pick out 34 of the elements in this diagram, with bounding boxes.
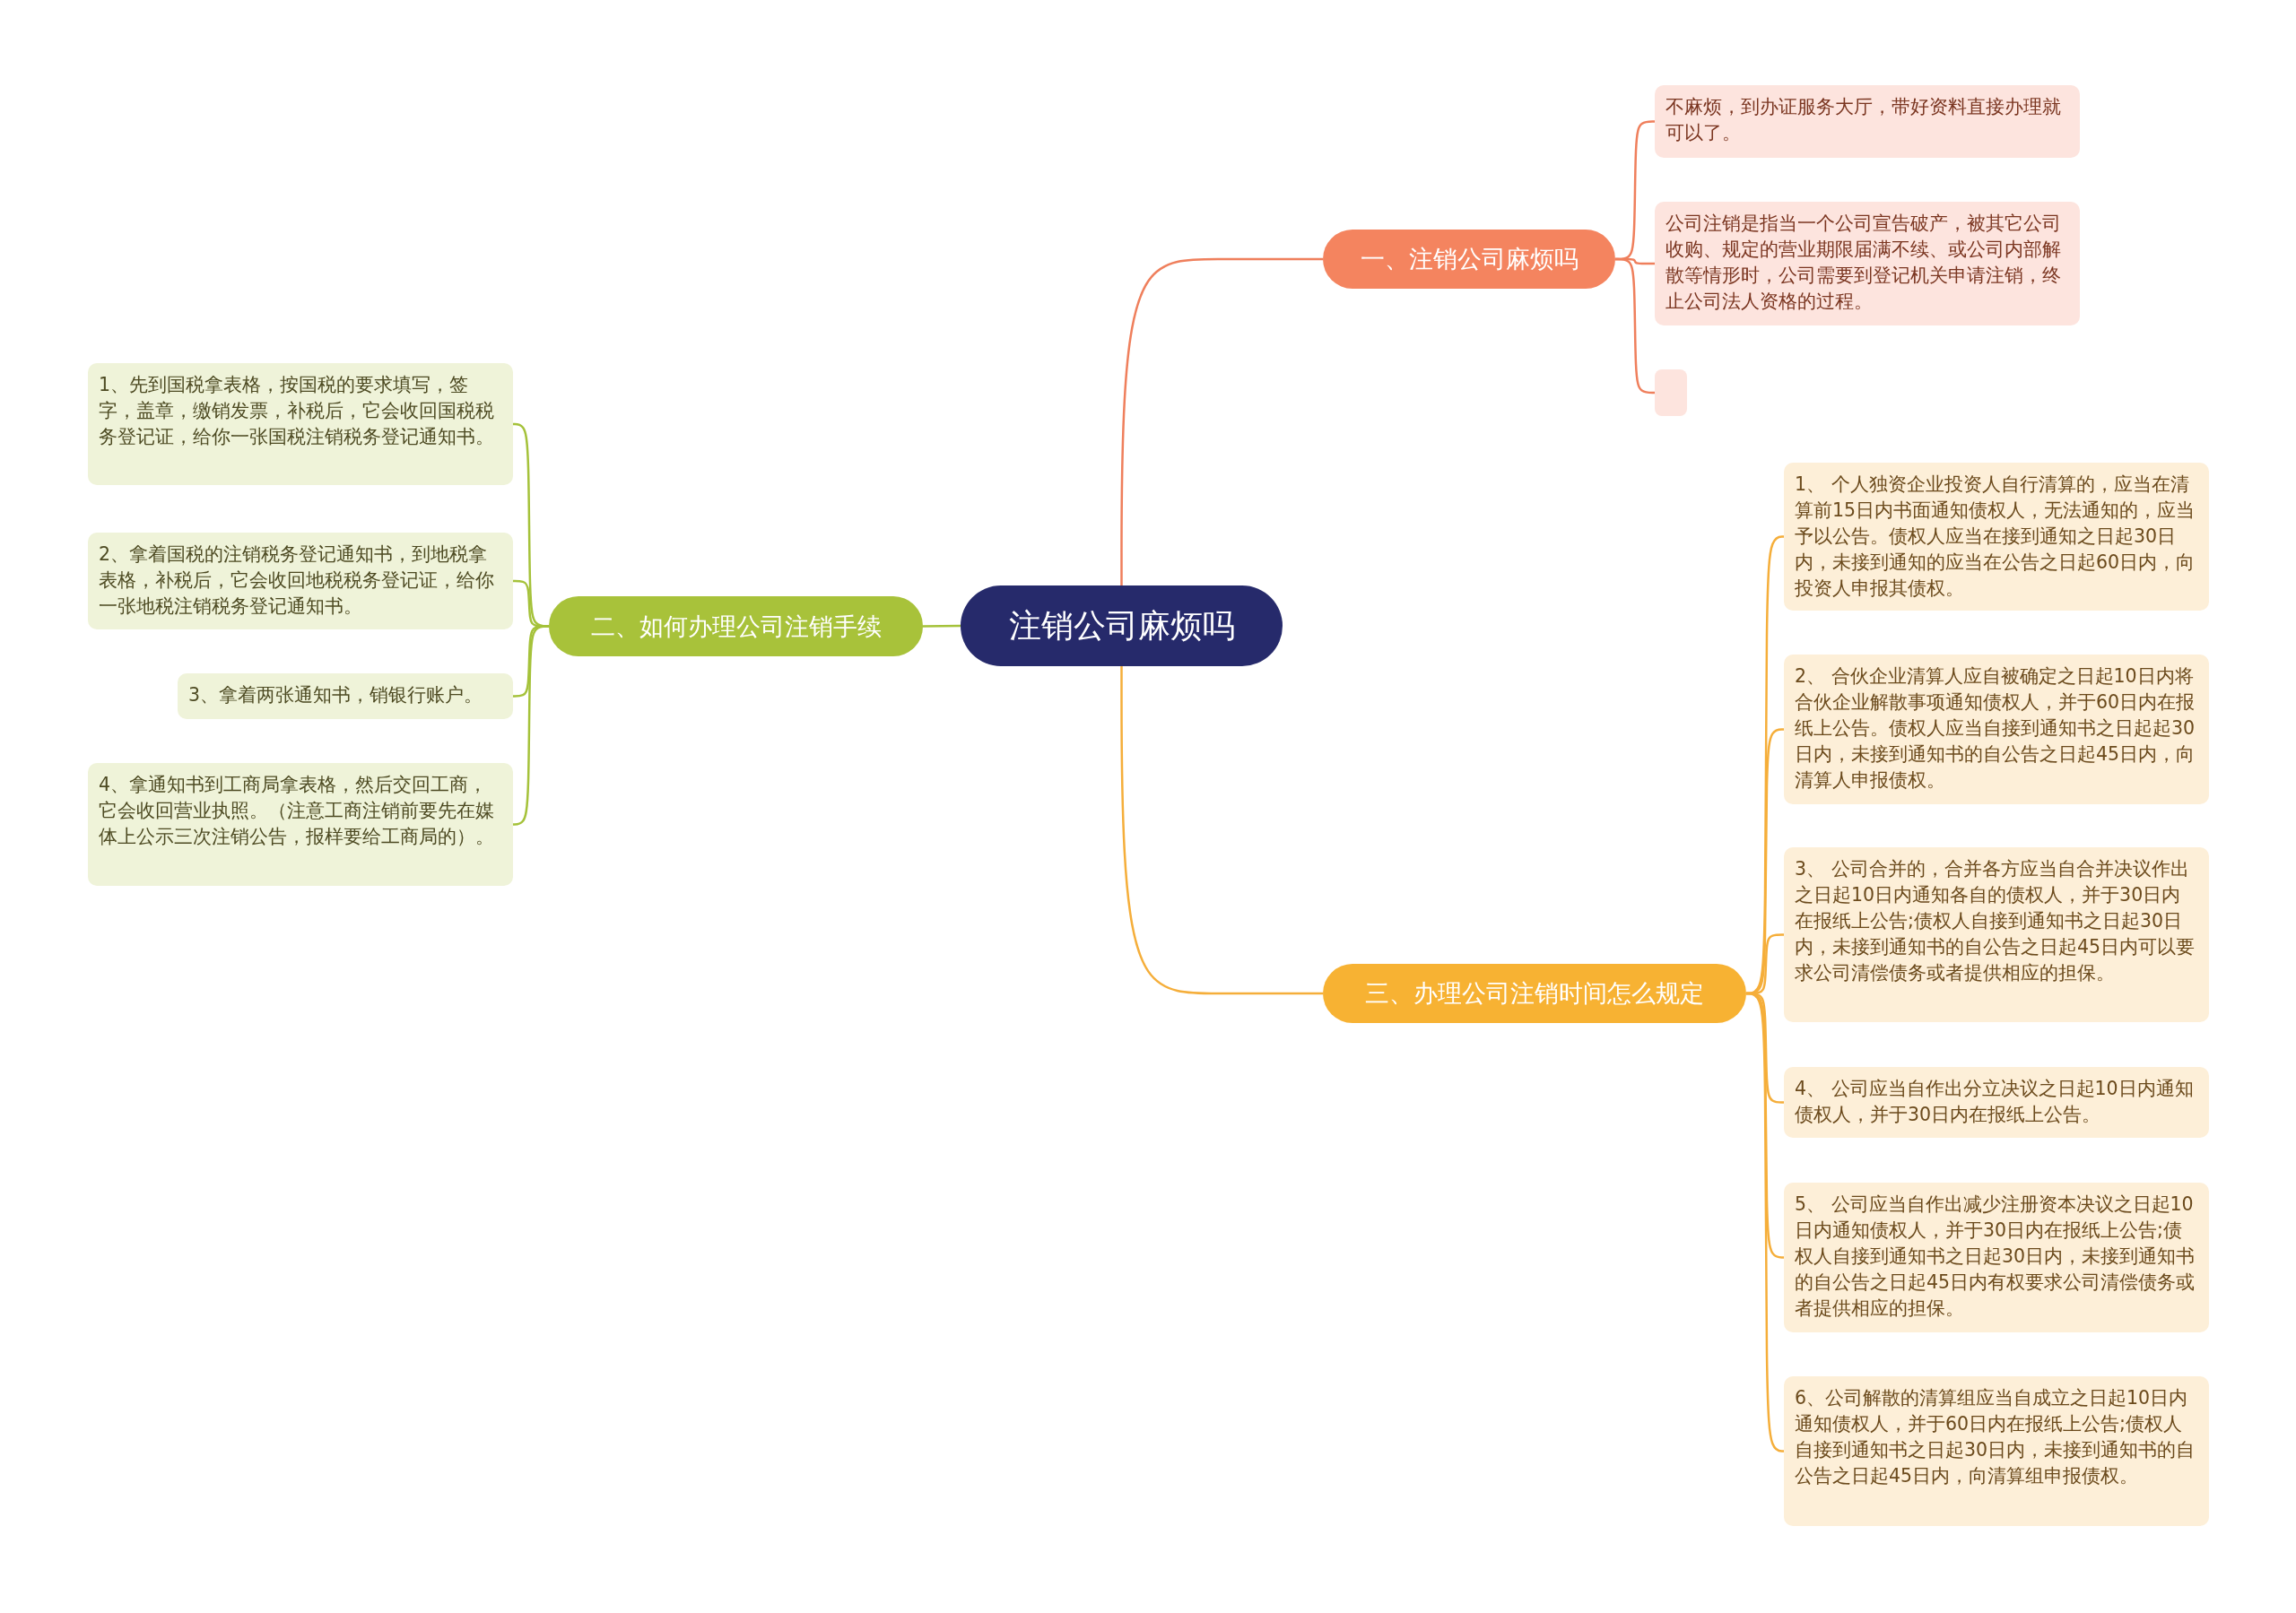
note-text: 4、拿通知书到工商局拿表格，然后交回工商，它会收回营业执照。（注意工商注销前要先在媒体上公示三次注销公告，报样要给工商局的）。 [99, 774, 494, 847]
topic-text: 二、如何办理公司注销手续 [590, 611, 882, 642]
note-text: 5、 公司应当自作出减少注册资本决议之日起10日内通知债权人，并于30日内在报纸上公告;债权人自接到通知书之日起30日内，未接到通知书的自公告之日起45日内有权要求公司清偿债务或者提供相应的担保。 [1795, 1193, 2196, 1319]
note-card [178, 673, 513, 719]
note-text: 2、拿着国税的注销税务登记通知书，到地税拿表格，补税后，它会收回地税税务登记证，给你一张地税注销税务登记通知书。 [99, 543, 494, 617]
connector [1745, 992, 1785, 1453]
note-card [1784, 655, 2209, 804]
note-text: 3、 公司合并的，合并各方应当自合并决议作出之日起10日内通知各自的债权人，并于30日内在报纸上公告;债权人自接到通知书之日起30日内，未接到通知书的自公告之日起45日内可以要求公司清偿债务或者提供相应的担保。 [1795, 858, 2196, 984]
note-card [1655, 85, 2080, 158]
note-card [1784, 1067, 2209, 1138]
empty-note-card [1655, 369, 1687, 416]
topic-text: 三、办理公司注销时间怎么规定 [1365, 978, 1704, 1009]
note-text: 2、 合伙企业清算人应自被确定之日起10日内将合伙企业解散事项通知债权人，并于60日内在报纸上公告。债权人应当自接到通知书之日起起30日内，未接到通知书的自公告之日起45日内，向清算人申报债权。 [1795, 665, 2196, 791]
note-text: 不麻烦，到办证服务大厅，带好资料直接办理就可以了。 [1665, 96, 2061, 143]
note-text: 公司注销是指当一个公司宣告破产，被其它公司收购、规定的营业期限届满不续、或公司内部解散等情形时，公司需要到登记机关申请注销，终止公司法人资格的过程。 [1665, 212, 2061, 312]
note-card [88, 763, 513, 886]
connector [1120, 257, 1323, 585]
note-text: 6、公司解散的清算组应当自成立之日起10日内通知债权人，并于60日内在报纸上公告;债权人自接到通知书之日起30日内，未接到通知书的自公告之日起45日内，向清算组申报债权。 [1795, 1387, 2196, 1487]
topic-text: 注销公司麻烦吗 [1008, 605, 1235, 646]
note-text: 1、先到国税拿表格，按国税的要求填写，签字，盖章，缴销发票，补税后，它会收回国税税务登记证，给你一张国税注销税务登记通知书。 [99, 374, 494, 447]
note-card [88, 363, 513, 485]
note-card [1784, 463, 2209, 611]
note-card [1784, 847, 2209, 1022]
connector [513, 625, 549, 826]
connector [1120, 666, 1323, 995]
note-text: 1、 个人独资企业投资人自行清算的，应当在清算前15日内书面通知债权人，无法通知的，应当予以公告。债权人应当在接到通知之日起30日内，未接到通知的应当在公告之日起60日内，向投资人申报其债权。 [1795, 473, 2196, 599]
note-text: 3、拿着两张通知书，销银行账户。 [188, 684, 483, 706]
note-card [1655, 202, 2080, 325]
note-card [1784, 1376, 2209, 1526]
note-card [1784, 1183, 2209, 1332]
topic-text: 一、注销公司麻烦吗 [1360, 244, 1578, 274]
note-card [88, 533, 513, 629]
connector [923, 624, 961, 628]
note-text: 4、 公司应当自作出分立决议之日起10日内通知债权人，并于30日内在报纸上公告。 [1795, 1078, 2194, 1125]
